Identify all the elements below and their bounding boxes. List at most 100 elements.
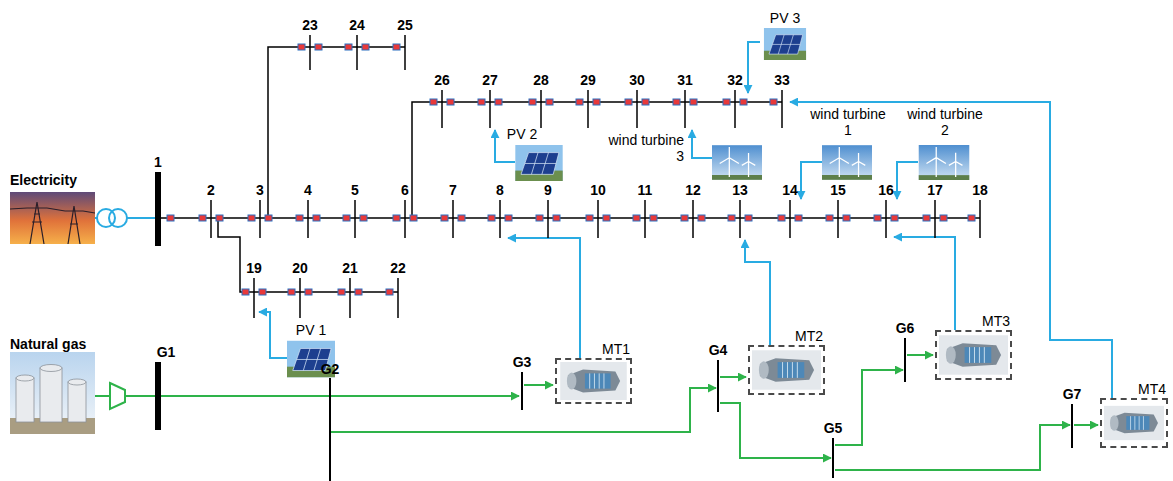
power-line — [508, 238, 580, 358]
breaker-symbol — [360, 215, 367, 221]
bus-bar — [644, 200, 646, 238]
source-label: wind turbine 3 — [608, 132, 684, 164]
transformer-symbol — [95, 217, 155, 219]
bus-bar — [354, 200, 356, 238]
breaker-symbol — [495, 99, 502, 105]
breaker-symbol — [430, 99, 437, 105]
bus-bar — [547, 200, 549, 238]
turbine-box: MT1 — [555, 358, 632, 404]
bus-number: 23 — [302, 17, 318, 33]
gas-picture — [10, 352, 95, 434]
source-label: wind turbine 2 — [907, 106, 983, 138]
bus-bar — [397, 278, 399, 318]
wind-picture — [712, 145, 762, 180]
turbine-box: MT2 — [748, 345, 825, 395]
turbine-picture — [1104, 406, 1164, 440]
breaker-symbol — [393, 215, 400, 221]
bus-number: 21 — [342, 260, 358, 276]
gas-node-number: G3 — [513, 354, 532, 370]
breaker-symbol — [529, 99, 536, 105]
turbine-label: MT1 — [602, 341, 630, 357]
gas-pipe — [720, 376, 746, 378]
breaker-symbol — [242, 289, 249, 295]
bus-number: 2 — [207, 182, 215, 198]
gas-pipe — [161, 395, 329, 397]
bus-bar — [349, 278, 351, 318]
bus-bar — [837, 200, 839, 238]
breaker-symbol — [745, 215, 752, 221]
breaker-symbol — [362, 44, 369, 50]
bus-number: 32 — [727, 72, 743, 88]
bus-number: 16 — [878, 182, 894, 198]
bus-number: 10 — [590, 182, 606, 198]
power-line — [894, 237, 955, 330]
breaker-symbol — [576, 99, 583, 105]
breaker-symbol — [458, 215, 465, 221]
breaker-symbol — [642, 99, 649, 105]
bus-bar — [155, 35, 980, 318]
bus-bar — [587, 90, 589, 128]
breaker-symbol — [770, 99, 777, 105]
bus-number: 33 — [774, 72, 790, 88]
bus-number: 5 — [351, 182, 359, 198]
bus-number: 28 — [533, 72, 549, 88]
bus-number: 8 — [496, 182, 504, 198]
breaker-symbol — [826, 215, 833, 221]
bus-bar — [739, 200, 741, 238]
breaker-symbol — [940, 215, 947, 221]
breaker-symbol — [603, 215, 610, 221]
breaker-symbol — [248, 215, 255, 221]
breaker-symbol — [505, 215, 512, 221]
breaker-symbol — [447, 99, 454, 105]
power-line — [259, 42, 1112, 398]
breaker-symbol — [843, 215, 850, 221]
bus-bar — [356, 35, 358, 70]
bus-bar — [692, 200, 694, 238]
breaker-symbol — [216, 215, 223, 221]
bus-number: 6 — [401, 182, 409, 198]
bus-number: 31 — [677, 72, 693, 88]
power-line — [692, 130, 712, 158]
wind-picture — [822, 145, 872, 180]
breaker-symbol — [167, 215, 174, 221]
breaker-symbol — [586, 215, 593, 221]
bus-number: 3 — [256, 182, 264, 198]
feeder-wire — [412, 102, 782, 218]
bus-number: 18 — [972, 182, 988, 198]
transformer-symbol — [95, 209, 155, 227]
turbine-label: MT3 — [982, 313, 1010, 329]
wind-picture — [919, 145, 970, 180]
breaker-symbol — [874, 215, 881, 221]
breaker-symbol — [315, 44, 322, 50]
breaker-symbol — [891, 215, 898, 221]
gas-node-number: G1 — [157, 344, 176, 360]
gas-pipe — [720, 403, 831, 458]
turbine-picture — [560, 362, 627, 400]
bus-number: 9 — [544, 182, 552, 198]
gas-bus — [155, 362, 161, 430]
bus-number: 13 — [732, 182, 748, 198]
breaker-symbol — [673, 99, 680, 105]
bus-number: 24 — [349, 17, 365, 33]
feeder-wire — [158, 217, 980, 219]
bus-bar — [636, 90, 638, 128]
power-line — [259, 312, 287, 358]
bus-bar — [781, 90, 783, 128]
breaker-symbol — [298, 44, 305, 50]
turbine-label: MT4 — [1138, 381, 1166, 397]
bus-number: 25 — [397, 17, 413, 33]
breaker-symbol — [546, 99, 553, 105]
compressor-symbol — [95, 383, 155, 409]
gas-pipe — [1074, 424, 1098, 426]
breaker-symbol — [625, 99, 632, 105]
breaker-symbol — [345, 44, 352, 50]
bus-number: 19 — [246, 260, 262, 276]
source-label: Electricity — [10, 172, 77, 188]
breaker-symbol — [338, 289, 345, 295]
breaker-symbol — [593, 99, 600, 105]
pv-picture — [515, 145, 562, 181]
bus-bar — [885, 200, 887, 238]
bus-number: 20 — [292, 260, 308, 276]
breaker-symbol — [553, 215, 560, 221]
bus-number: 11 — [638, 182, 653, 198]
